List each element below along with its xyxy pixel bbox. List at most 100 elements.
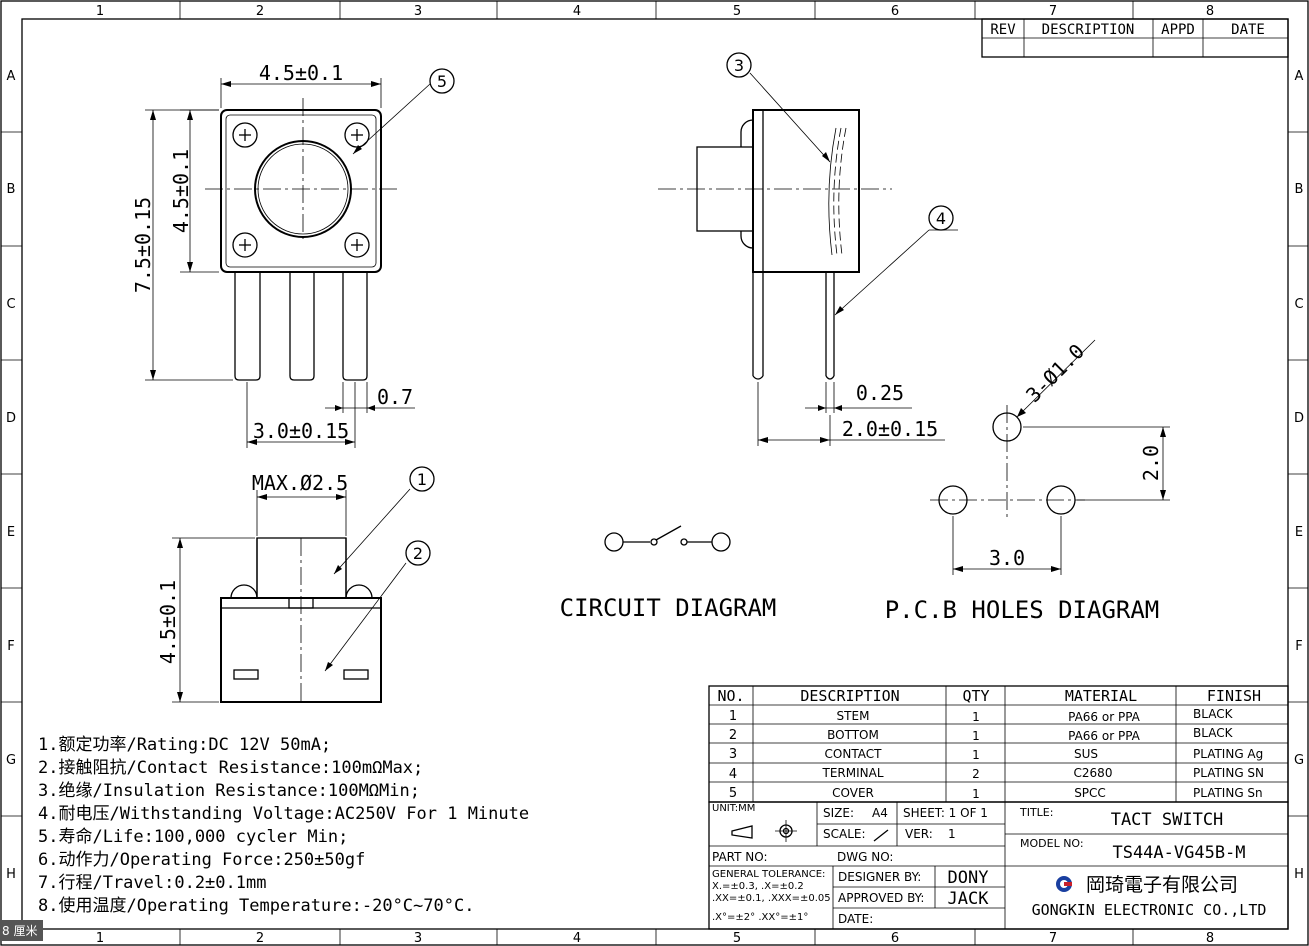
bom-cell: 1 [972, 710, 980, 724]
unit-label: UNIT:MM [712, 803, 755, 814]
bom-cell: BLACK [1193, 726, 1234, 740]
col-label: 2 [256, 931, 264, 946]
description-header: DESCRIPTION [1042, 22, 1135, 38]
row-markers: A B C D E F G H A B C D E F G H [1, 69, 1308, 882]
dwg-no-label: DWG NO: [837, 850, 893, 864]
dim-height-inner: 4.5±0.1 [169, 149, 193, 233]
ver-label: VER: [905, 827, 933, 841]
row-label: B [7, 182, 16, 197]
circuit-diagram: CIRCUIT DIAGRAM [560, 525, 776, 622]
ver-value: 1 [948, 827, 956, 841]
bom-cell: CONTACT [825, 747, 883, 761]
tolerance-line: X.=±0.3, .X=±0.2 [712, 881, 804, 892]
bom-cell: 1 [972, 787, 980, 801]
bom-cell: SPCC [1074, 786, 1106, 800]
spec-notes: 1.额定功率/Rating:DC 12V 50mA; 2.接触阻抗/Contac… [38, 735, 529, 916]
bom-header: MATERIAL [1065, 687, 1137, 705]
col-label: 3 [414, 4, 422, 19]
bom-cell: 2 [972, 767, 980, 781]
col-label: 2 [256, 4, 264, 19]
bom-cell: BLACK [1193, 707, 1234, 721]
row-label: H [6, 867, 16, 882]
row-label: E [1295, 525, 1303, 540]
bom-cell: PLATING Ag [1193, 747, 1263, 761]
date-header: DATE [1231, 22, 1265, 38]
col-label: 1 [96, 931, 104, 946]
tolerance-line: .X°=±2° .XX°=±1° [712, 912, 808, 923]
bom-cell: 4 [729, 767, 737, 782]
row-label: A [1295, 69, 1304, 84]
note-line: 6.动作力/Operating Force:250±50gf [38, 850, 365, 870]
dim-front-height: 4.5±0.1 [156, 580, 180, 664]
dim-pin-pitch: 3.0±0.15 [253, 419, 349, 443]
bom-header: NO. [717, 687, 744, 705]
col-label: 7 [1049, 4, 1057, 19]
model-label: MODEL NO: [1020, 837, 1084, 850]
dim-pcb-horizontal: 3.0 [989, 546, 1025, 570]
note-line: 2.接触阻抗/Contact Resistance:100mΩMax; [38, 758, 423, 778]
dim-pcb-vertical: 2.0 [1139, 445, 1163, 481]
col-label: 5 [733, 931, 741, 946]
title-value: TACT SWITCH [1111, 810, 1224, 830]
bom-cell: TERMINAL [821, 766, 883, 780]
dim-height-total: 7.5±0.15 [131, 197, 155, 293]
title-block: UNIT:MM SIZE: A4 SHEET: 1 OF 1 SCALE: VE… [708, 801, 1289, 930]
row-label: C [6, 297, 15, 312]
callout-5: 5 [437, 72, 447, 91]
row-label: H [1294, 867, 1304, 882]
col-label: 8 [1206, 4, 1214, 19]
row-label: E [7, 525, 15, 540]
bom-table: NO. DESCRIPTION QTY MATERIAL FINISH 1 ST… [708, 685, 1289, 803]
note-line: 7.行程/Travel:0.2±0.1mm [38, 873, 266, 893]
pins [234, 272, 368, 381]
company-name-cn: 岡琦電子有限公司 [1086, 874, 1238, 896]
dim-pcb-holes: 3-Ø1.0 [1021, 339, 1089, 407]
bom-cell: 1 [972, 729, 980, 743]
bom-cell: 2 [729, 728, 737, 743]
pcb-holes-diagram: 2.0 3.0 3-Ø1.0 P.C.B HOLES DIAGRAM [885, 339, 1170, 624]
bom-cell: 3 [729, 747, 737, 762]
bom-cell: PA66 or PPA [1068, 729, 1141, 743]
top-view: 4.5±0.1 4.5±0.1 7.5±0.15 3.0±0.15 0.7 5 [131, 61, 455, 448]
bom-cell: BOTTOM [827, 728, 879, 742]
tolerance-title: GENERAL TOLERANCE: [712, 869, 825, 880]
title-label: TITLE: [1019, 806, 1053, 819]
switch-body-outline [220, 109, 382, 273]
dim-width: 4.5±0.1 [259, 61, 343, 85]
note-line: 5.寿命/Life:100,000 cycler Min; [38, 827, 348, 847]
note-line: 8.使用温度/Operating Temperature:-20°C~70°C. [38, 895, 474, 916]
callout-2: 2 [413, 544, 423, 563]
bom-cell: 1 [729, 709, 737, 724]
col-label: 1 [96, 4, 104, 19]
rev-header: REV [990, 22, 1016, 38]
row-label: D [6, 411, 16, 426]
size-value: A4 [872, 806, 888, 820]
row-label: D [1294, 411, 1304, 426]
bom-cell: SUS [1074, 747, 1098, 761]
designer-value: DONY [948, 868, 989, 888]
revision-block: REV DESCRIPTION APPD DATE [981, 18, 1289, 58]
col-label: 4 [573, 4, 581, 19]
side-body [752, 109, 860, 273]
col-label: 6 [891, 931, 899, 946]
company-logo-icon [1056, 876, 1072, 892]
note-line: 4.耐电压/Withstanding Voltage:AC250V For 1 … [38, 804, 529, 824]
column-markers: 1 2 3 4 5 6 7 8 1 2 3 4 5 6 7 8 [96, 1, 1214, 946]
note-line: 1.额定功率/Rating:DC 12V 50mA; [38, 735, 331, 755]
front-view: MAX.Ø2.5 4.5±0.1 1 2 [156, 466, 435, 703]
bom-cell: C2680 [1074, 766, 1113, 780]
side-view: 0.25 2.0±0.15 3 4 [658, 52, 958, 446]
col-label: 8 [1206, 931, 1214, 946]
bom-header: DESCRIPTION [800, 687, 899, 705]
callout-4: 4 [936, 209, 946, 228]
bom-cell: 1 [972, 748, 980, 762]
sheet-value: SHEET: 1 OF 1 [903, 806, 988, 820]
bom-cell: PA66 or PPA [1068, 710, 1141, 724]
bom-header: FINISH [1207, 687, 1261, 705]
col-label: 7 [1049, 931, 1057, 946]
appd-header: APPD [1161, 22, 1195, 38]
corner-tag: 8 厘米 [0, 920, 44, 941]
dim-pin-width: 0.7 [377, 385, 413, 409]
